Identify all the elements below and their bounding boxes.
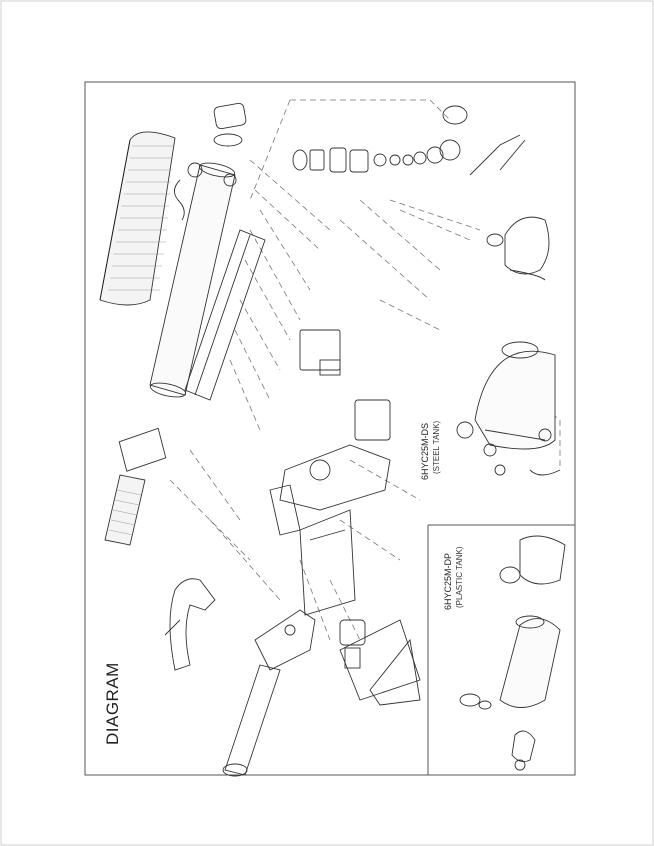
plastic-tank [499,615,561,708]
engine-block-small [339,619,366,646]
cover-plate [369,638,421,706]
throttle-tube [222,664,281,777]
assembly-guide-lines [169,99,561,641]
mesh-cylinder-short [104,474,146,546]
shoulder-harness [164,578,216,671]
shroud-panel-left [269,484,301,536]
plastic-tank-cap [499,535,566,585]
parts [99,102,566,777]
filter-block [344,647,361,669]
mesh-screen-long [99,131,176,306]
fitting-1 [187,162,203,178]
steel-tank-fittings [456,421,561,476]
frame-rail [184,229,266,401]
steel-tank [474,341,556,450]
engine-parts-row [292,105,526,176]
main-pipe [149,162,236,398]
bracket-long [299,509,356,616]
carburetor-block [354,399,391,441]
plate-small [319,359,341,376]
tank-label-steel: (STEEL TANK) [432,420,441,474]
tank-label-plastic: (PLASTIC TANK) [455,546,464,609]
model-label-steel: 6HYC25M-DS [420,422,430,480]
handle-bracket [254,609,316,671]
fitting-2 [223,173,237,187]
diagram-title: DIAGRAM [103,662,122,745]
cap-top [213,102,247,130]
engine-mount-bracket [279,444,391,511]
plastic-tank-fittings [459,693,536,771]
hose-short [174,179,185,221]
blower-cover-plate [118,427,167,472]
fuel-tank-housing [339,619,421,701]
model-label-plastic: 6HYC25M-DP [443,552,453,610]
diagram-frame [84,81,576,776]
tank-cap-assembly [486,216,550,281]
cap-ring [213,133,243,147]
